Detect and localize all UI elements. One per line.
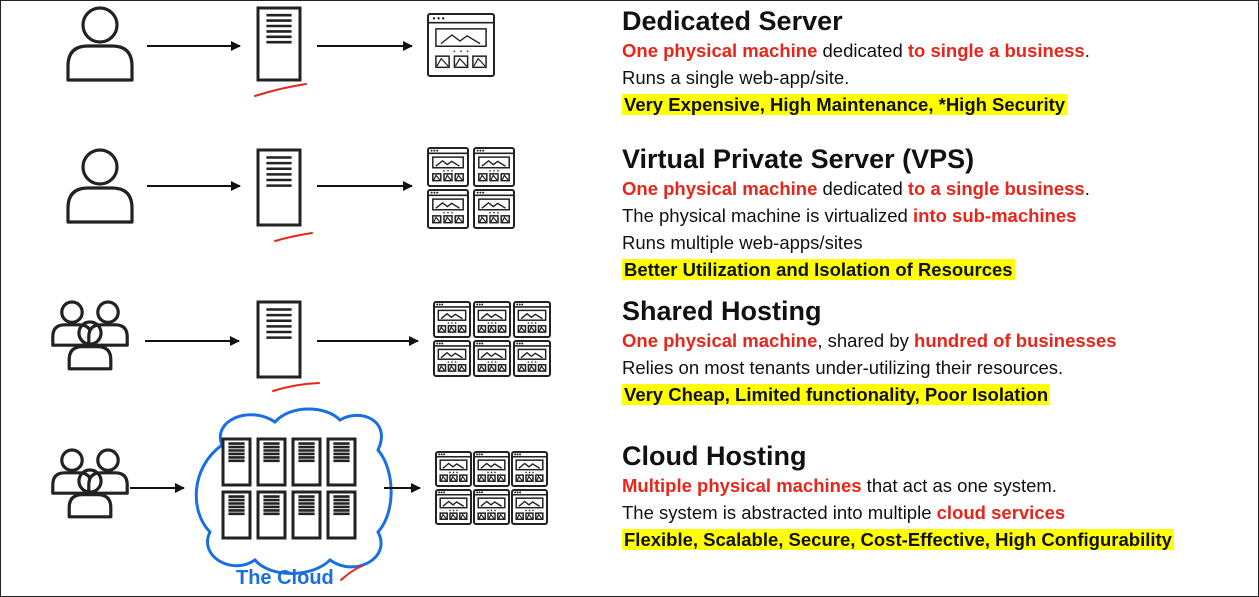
description-line: Runs multiple web-apps/sites [622,229,1090,256]
description-line: Multiple physical machines that act as o… [622,472,1174,499]
highlight-line: Better Utilization and Isolation of Reso… [622,256,1090,283]
web-app-icon [427,147,469,187]
red-underline-mark [274,232,313,242]
web-app-icon [473,340,511,377]
server-icon [291,490,322,540]
body-text: dedicated [817,40,908,61]
server-icon [326,490,357,540]
highlight-line: Very Cheap, Limited functionality, Poor … [622,381,1117,408]
description-line: The system is abstracted into multiple c… [622,499,1174,526]
section-shared-hosting: Shared Hosting One physical machine, sha… [622,295,1117,408]
web-app-icon [433,301,471,338]
section-title: Virtual Private Server (VPS) [622,144,975,174]
body-text: dedicated [817,178,908,199]
emphasis-text: cloud services [936,502,1066,523]
highlight-text: Flexible, Scalable, Secure, Cost-Effecti… [622,529,1174,550]
server-icon [256,437,287,487]
emphasis-text: to a single business [907,178,1085,199]
web-app-icon [473,489,510,525]
emphasis-text: into sub-machines [913,205,1077,226]
highlight-text: Very Cheap, Limited functionality, Poor … [622,384,1051,405]
cloud-icon [194,407,393,575]
section-title: Shared Hosting [622,296,822,326]
server-icon [256,148,302,227]
users-group-icon [51,300,129,371]
web-app-icon [511,451,548,487]
section-body: One physical machine, shared by hundred … [622,327,1117,408]
description-line: One physical machine dedicated to single… [622,37,1090,64]
description-line: Relies on most tenants under-utilizing t… [622,354,1117,381]
body-text: , shared by [817,330,915,351]
description-line: Runs a single web-app/site. [622,64,1090,91]
section-body: One physical machine dedicated to a sing… [622,175,1090,283]
description-line: The physical machine is virtualized into… [622,202,1090,229]
server-icon [256,300,302,379]
highlight-text: Very Expensive, High Maintenance, *High … [622,94,1068,115]
server-icon [221,437,252,487]
red-underline-mark [272,382,320,392]
highlight-text: Better Utilization and Isolation of Reso… [622,259,1015,280]
web-app-icon [473,189,515,229]
emphasis-text: Multiple physical machines [622,475,862,496]
body-text: that act as one system. [861,475,1057,496]
emphasis-text: One physical machine [622,330,818,351]
server-icon [291,437,322,487]
web-app-icon [427,13,495,77]
body-text: The system is abstracted into multiple [622,502,937,523]
web-app-icon [511,489,548,525]
body-text: Runs multiple web-apps/sites [622,232,863,253]
section-title: Cloud Hosting [622,441,807,471]
section-cloud-hosting: Cloud Hosting Multiple physical machines… [622,440,1174,553]
body-text: . [1084,40,1090,61]
emphasis-text: to single a business [907,40,1085,61]
user-icon [66,148,134,224]
section-body: One physical machine dedicated to single… [622,37,1090,118]
emphasis-text: One physical machine [622,178,818,199]
user-icon [66,6,134,82]
users-group-icon [51,448,129,519]
web-app-icon [473,147,515,187]
web-app-icon [513,340,551,377]
section-dedicated-server: Dedicated Server One physical machine de… [622,5,1090,118]
server-icon [256,490,287,540]
server-icon [256,6,302,82]
description-line: One physical machine dedicated to a sing… [622,175,1090,202]
body-text: Relies on most tenants under-utilizing t… [622,357,1064,378]
description-line: One physical machine, shared by hundred … [622,327,1117,354]
web-app-icon [433,340,471,377]
server-icon [326,437,357,487]
server-icon [221,490,252,540]
user-icon [67,320,113,371]
web-app-icon [473,301,511,338]
highlight-line: Very Expensive, High Maintenance, *High … [622,91,1090,118]
web-app-icon [435,451,472,487]
red-underline-mark [340,565,363,581]
highlight-line: Flexible, Scalable, Secure, Cost-Effecti… [622,526,1174,553]
cloud-label: The Cloud [236,567,334,589]
emphasis-text: hundred of businesses [914,330,1117,351]
web-app-icon [435,489,472,525]
section-vps: Virtual Private Server (VPS) One physica… [622,143,1090,283]
emphasis-text: One physical machine [622,40,818,61]
web-app-icon [513,301,551,338]
section-body: Multiple physical machines that act as o… [622,472,1174,553]
body-text: The physical machine is virtualized [622,205,913,226]
body-text: . [1084,178,1090,199]
red-underline-mark [254,83,307,97]
user-icon [67,468,113,519]
web-app-icon [427,189,469,229]
web-app-icon [473,451,510,487]
section-title: Dedicated Server [622,6,843,36]
body-text: Runs a single web-app/site. [622,67,850,88]
